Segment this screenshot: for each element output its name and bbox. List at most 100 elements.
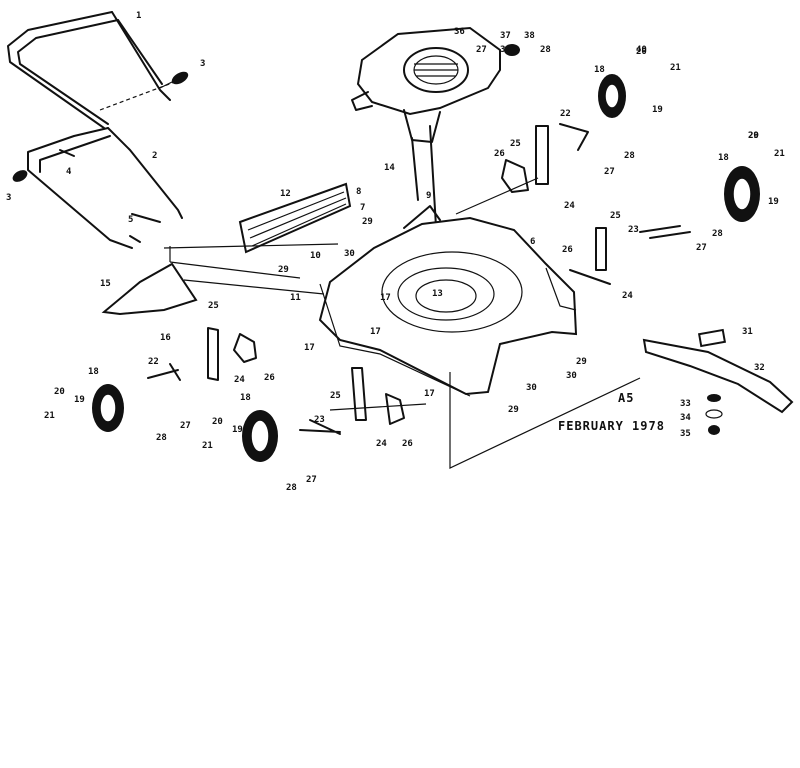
label-bolt-16: 16 bbox=[160, 333, 171, 343]
grass-guard bbox=[238, 182, 352, 254]
label-nut-21c: 21 bbox=[670, 63, 681, 73]
label-nut-11: 11 bbox=[290, 293, 301, 303]
label-spring-20b: 20 bbox=[212, 417, 223, 427]
label-axle-23a: 23 bbox=[314, 415, 325, 425]
label-screw-13: 13 bbox=[432, 289, 443, 299]
wheel-rear-right bbox=[598, 74, 626, 118]
label-washer-27a: 27 bbox=[180, 421, 191, 431]
label-engine-36: 36 bbox=[454, 27, 465, 37]
label-wheel-40: 40 bbox=[636, 45, 647, 55]
section-code: A5 bbox=[618, 391, 634, 405]
label-nut-21a: 21 bbox=[44, 411, 55, 421]
label-spring-14: 14 bbox=[384, 163, 395, 173]
label-plate-26d: 26 bbox=[562, 245, 573, 255]
label-nut-29d: 29 bbox=[576, 357, 587, 367]
blade-hardware bbox=[705, 394, 723, 435]
label-bolt-28d: 28 bbox=[712, 229, 723, 239]
label-adapter-31: 31 bbox=[742, 327, 753, 337]
label-washer-30a: 30 bbox=[344, 249, 355, 259]
lower-handle bbox=[27, 127, 183, 249]
label-washer-19a: 19 bbox=[74, 395, 85, 405]
label-bolt-28c: 28 bbox=[624, 151, 635, 161]
label-spring-20d: 20 bbox=[748, 131, 759, 141]
label-handle-lower: 2 bbox=[152, 151, 157, 161]
label-spring-20a: 20 bbox=[54, 387, 65, 397]
label-axle-22a: 22 bbox=[148, 357, 159, 367]
blade bbox=[642, 328, 794, 414]
label-washer-33: 33 bbox=[680, 399, 691, 409]
label-bracket-9: 9 bbox=[426, 191, 431, 201]
label-nut-29a: 29 bbox=[278, 265, 289, 275]
handle-knob-lower bbox=[12, 170, 28, 182]
handle-bolt bbox=[129, 213, 161, 243]
label-bolt-28a: 28 bbox=[156, 433, 167, 443]
label-nut-29e: 29 bbox=[748, 131, 759, 141]
label-axle-22b: 22 bbox=[560, 109, 571, 119]
label-wheel-front-right: 18 bbox=[718, 153, 729, 163]
label-bolt-35: 35 bbox=[680, 429, 691, 439]
leader-line bbox=[99, 79, 181, 111]
label-plate-24b: 24 bbox=[376, 439, 387, 449]
wheel-rear-left bbox=[92, 384, 124, 432]
label-plate-26c: 26 bbox=[494, 149, 505, 159]
label-handle-upper: 1 bbox=[136, 11, 141, 21]
label-wheel-rear-right: 18 bbox=[594, 65, 605, 75]
label-nut-29c: 29 bbox=[508, 405, 519, 415]
label-washer-19d: 19 bbox=[768, 197, 779, 207]
upper-handle bbox=[7, 11, 171, 129]
label-knob-left: 3 bbox=[6, 193, 11, 203]
label-nut-21b: 21 bbox=[202, 441, 213, 451]
label-washer-27b: 27 bbox=[306, 475, 317, 485]
label-cable-clip: 4 bbox=[66, 167, 72, 177]
label-blade-32: 32 bbox=[754, 363, 765, 373]
label-washer-27c: 27 bbox=[604, 167, 615, 177]
label-plate-24a: 24 bbox=[234, 375, 245, 385]
wheel-front-left bbox=[242, 410, 278, 462]
label-nut-39: 39 bbox=[500, 45, 511, 55]
label-washer-19c: 19 bbox=[652, 105, 663, 115]
wheel-front-right bbox=[724, 166, 760, 222]
label-knob-38: 38 bbox=[524, 31, 535, 41]
label-wheel-front-left: 18 bbox=[240, 393, 251, 403]
label-bracket-7: 7 bbox=[360, 203, 365, 213]
label-plate-24c: 24 bbox=[564, 201, 575, 211]
label-bolt-17a: 17 bbox=[380, 293, 391, 303]
label-washer-30b: 30 bbox=[566, 371, 577, 381]
assembly-frame-lines bbox=[329, 177, 641, 469]
engine-knob bbox=[504, 44, 520, 56]
label-axle-23b: 23 bbox=[628, 225, 639, 235]
label-bolt-17d: 17 bbox=[424, 389, 435, 399]
label-nut-21d: 21 bbox=[774, 149, 785, 159]
label-screw-8: 8 bbox=[356, 187, 361, 197]
label-wheel-rear-left: 18 bbox=[88, 367, 99, 377]
label-knob-right: 3 bbox=[200, 59, 205, 69]
label-washer-34: 34 bbox=[680, 413, 691, 423]
label-cover-10: 10 bbox=[310, 251, 321, 261]
label-plate-24d: 24 bbox=[622, 291, 633, 301]
height-adjust-hardware bbox=[147, 123, 691, 435]
date-caption: FEBRUARY 1978 bbox=[558, 419, 665, 433]
label-spring-37: 37 bbox=[500, 31, 511, 41]
label-bolt-17b: 17 bbox=[370, 327, 381, 337]
label-plate-26a: 26 bbox=[264, 373, 275, 383]
label-bolt-handle: 5 bbox=[128, 215, 133, 225]
label-nut-29b: 29 bbox=[362, 217, 373, 227]
label-washer-30c: 30 bbox=[526, 383, 537, 393]
discharge-chute bbox=[101, 243, 339, 316]
label-lever-25a: 25 bbox=[208, 301, 219, 311]
handle-knob-upper bbox=[159, 71, 189, 89]
label-spring-20c: 20 bbox=[636, 47, 647, 57]
label-washer-19b: 19 bbox=[232, 425, 243, 435]
label-washer-27d: 27 bbox=[696, 243, 707, 253]
label-bolt-28b: 28 bbox=[286, 483, 297, 493]
label-chute-15: 15 bbox=[100, 279, 111, 289]
label-lever-25c: 25 bbox=[510, 139, 521, 149]
label-guard-12: 12 bbox=[280, 189, 291, 199]
label-knob-28e: 28 bbox=[540, 45, 551, 55]
label-lever-25b: 25 bbox=[330, 391, 341, 401]
label-spring-27e: 27 bbox=[476, 45, 487, 55]
label-lever-25d: 25 bbox=[610, 211, 621, 221]
mower-deck bbox=[318, 205, 578, 397]
label-bolt-17c: 17 bbox=[304, 343, 315, 353]
